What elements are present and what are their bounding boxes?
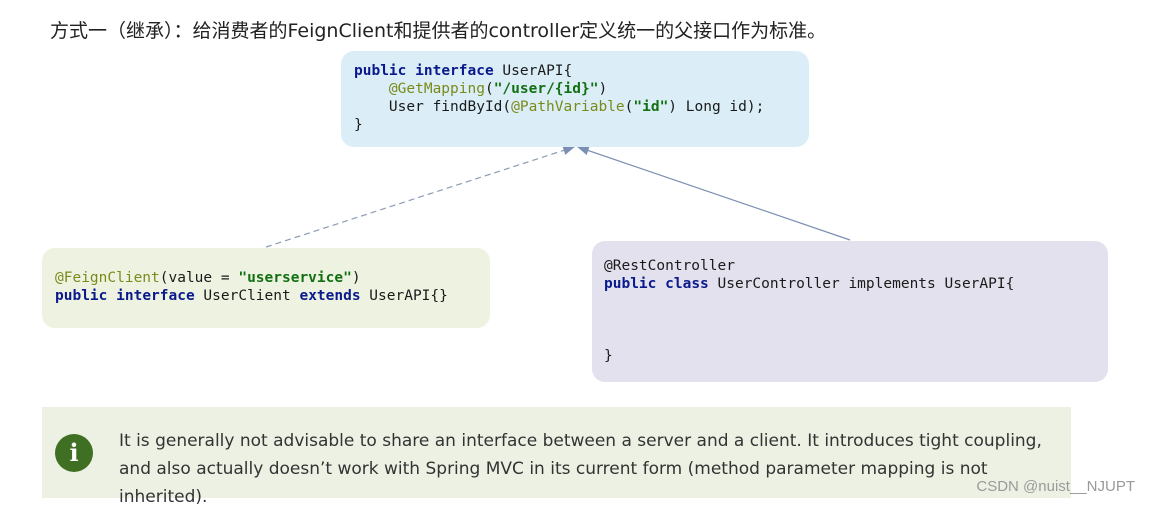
code-line: @FeignClient(value = "userservice"): [55, 270, 361, 286]
code-line: @RestController: [604, 258, 735, 274]
info-note: i It is generally not advisable to share…: [42, 407, 1071, 507]
info-icon: i: [55, 434, 93, 472]
code-line: @GetMapping("/user/{id}"): [388, 81, 608, 97]
code-line: public interface UserClient extends User…: [55, 288, 448, 304]
feign-client-box: @FeignClient(value = "userservice") publ…: [42, 248, 490, 328]
controller-box: @RestController public class UserControl…: [592, 241, 1108, 382]
code-line: [604, 329, 1108, 347]
code-line: User findById(@PathVariable("id") Long i…: [388, 99, 765, 115]
watermark: CSDN @nuist__NJUPT: [976, 478, 1135, 495]
code-line: [604, 293, 1108, 311]
code-line: [604, 311, 1108, 329]
code-line: public interface UserAPI{: [354, 63, 573, 79]
controller-implements-arrow: [576, 145, 851, 241]
parent-interface-box: public interface UserAPI{ @GetMapping("/…: [341, 51, 809, 147]
code-line: }: [354, 117, 363, 133]
code-line: }: [604, 348, 613, 364]
feign-inherits-arrow: [265, 145, 576, 248]
heading: 方式一（继承）：给消费者的FeignClient和提供者的controller定…: [50, 20, 827, 42]
note-text: It is generally not advisable to share a…: [119, 431, 1042, 507]
code-line: public class UserController implements U…: [604, 276, 1015, 292]
